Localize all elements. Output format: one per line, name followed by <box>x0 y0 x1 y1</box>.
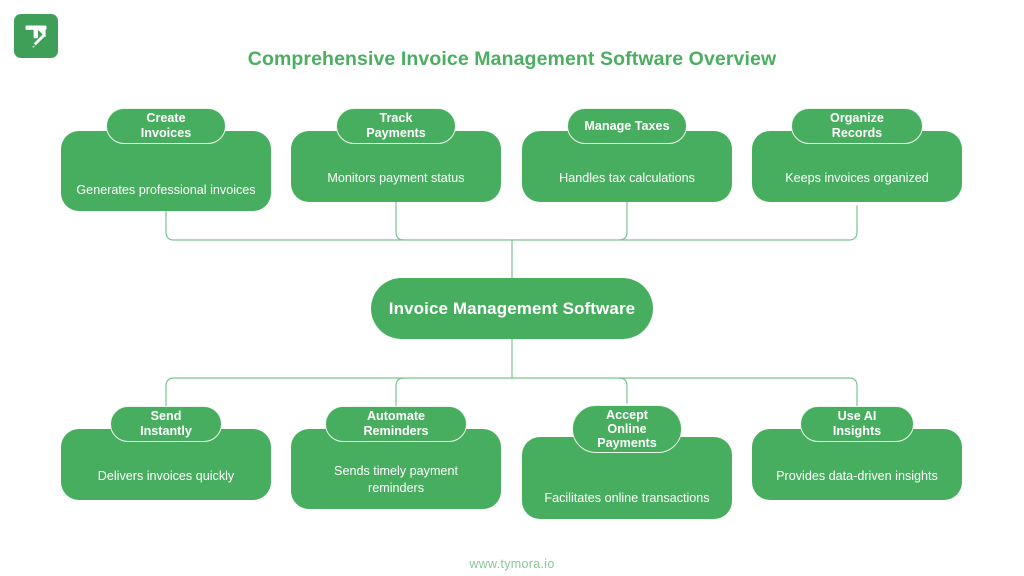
feature-card-description: Facilitates online transactions <box>544 491 710 505</box>
feature-badge-send-instantly[interactable]: Send Instantly <box>110 406 222 442</box>
feature-card-description: Generates professional invoices <box>76 183 256 197</box>
feature-card-description: Handles tax calculations <box>559 171 695 185</box>
hub-node[interactable]: Invoice Management Software <box>371 278 653 339</box>
hub-node-label: Invoice Management Software <box>388 298 636 318</box>
feature-card-description: Provides data-driven insights <box>776 469 938 483</box>
feature-badge-create-invoices[interactable]: Create Invoices <box>106 108 226 144</box>
footer-url[interactable]: www.tymora.io <box>469 557 555 571</box>
tymora-arrow-logo-icon <box>14 14 58 58</box>
feature-card-description: Keeps invoices organized <box>785 171 929 185</box>
feature-card-description: Delivers invoices quickly <box>97 469 235 483</box>
feature-badge-accept-online-payments[interactable]: Accept Online Payments <box>572 405 682 453</box>
feature-badge-organize-records[interactable]: Organize Records <box>791 108 923 144</box>
feature-card-description: Sends timely payment reminders <box>334 464 458 495</box>
feature-badge-manage-taxes[interactable]: Manage Taxes <box>567 108 687 144</box>
page-title: Comprehensive Invoice Management Softwar… <box>247 48 777 70</box>
feature-badge-use-ai-insights[interactable]: Use AI Insights <box>800 406 914 442</box>
feature-card-create-invoices[interactable]: Generates professional invoices <box>61 131 271 211</box>
feature-badge-track-payments[interactable]: Track Payments <box>336 108 456 144</box>
feature-card-automate-reminders[interactable]: Sends timely payment reminders <box>291 429 501 509</box>
feature-card-description: Monitors payment status <box>327 171 465 185</box>
feature-badge-automate-reminders[interactable]: Automate Reminders <box>325 406 467 442</box>
